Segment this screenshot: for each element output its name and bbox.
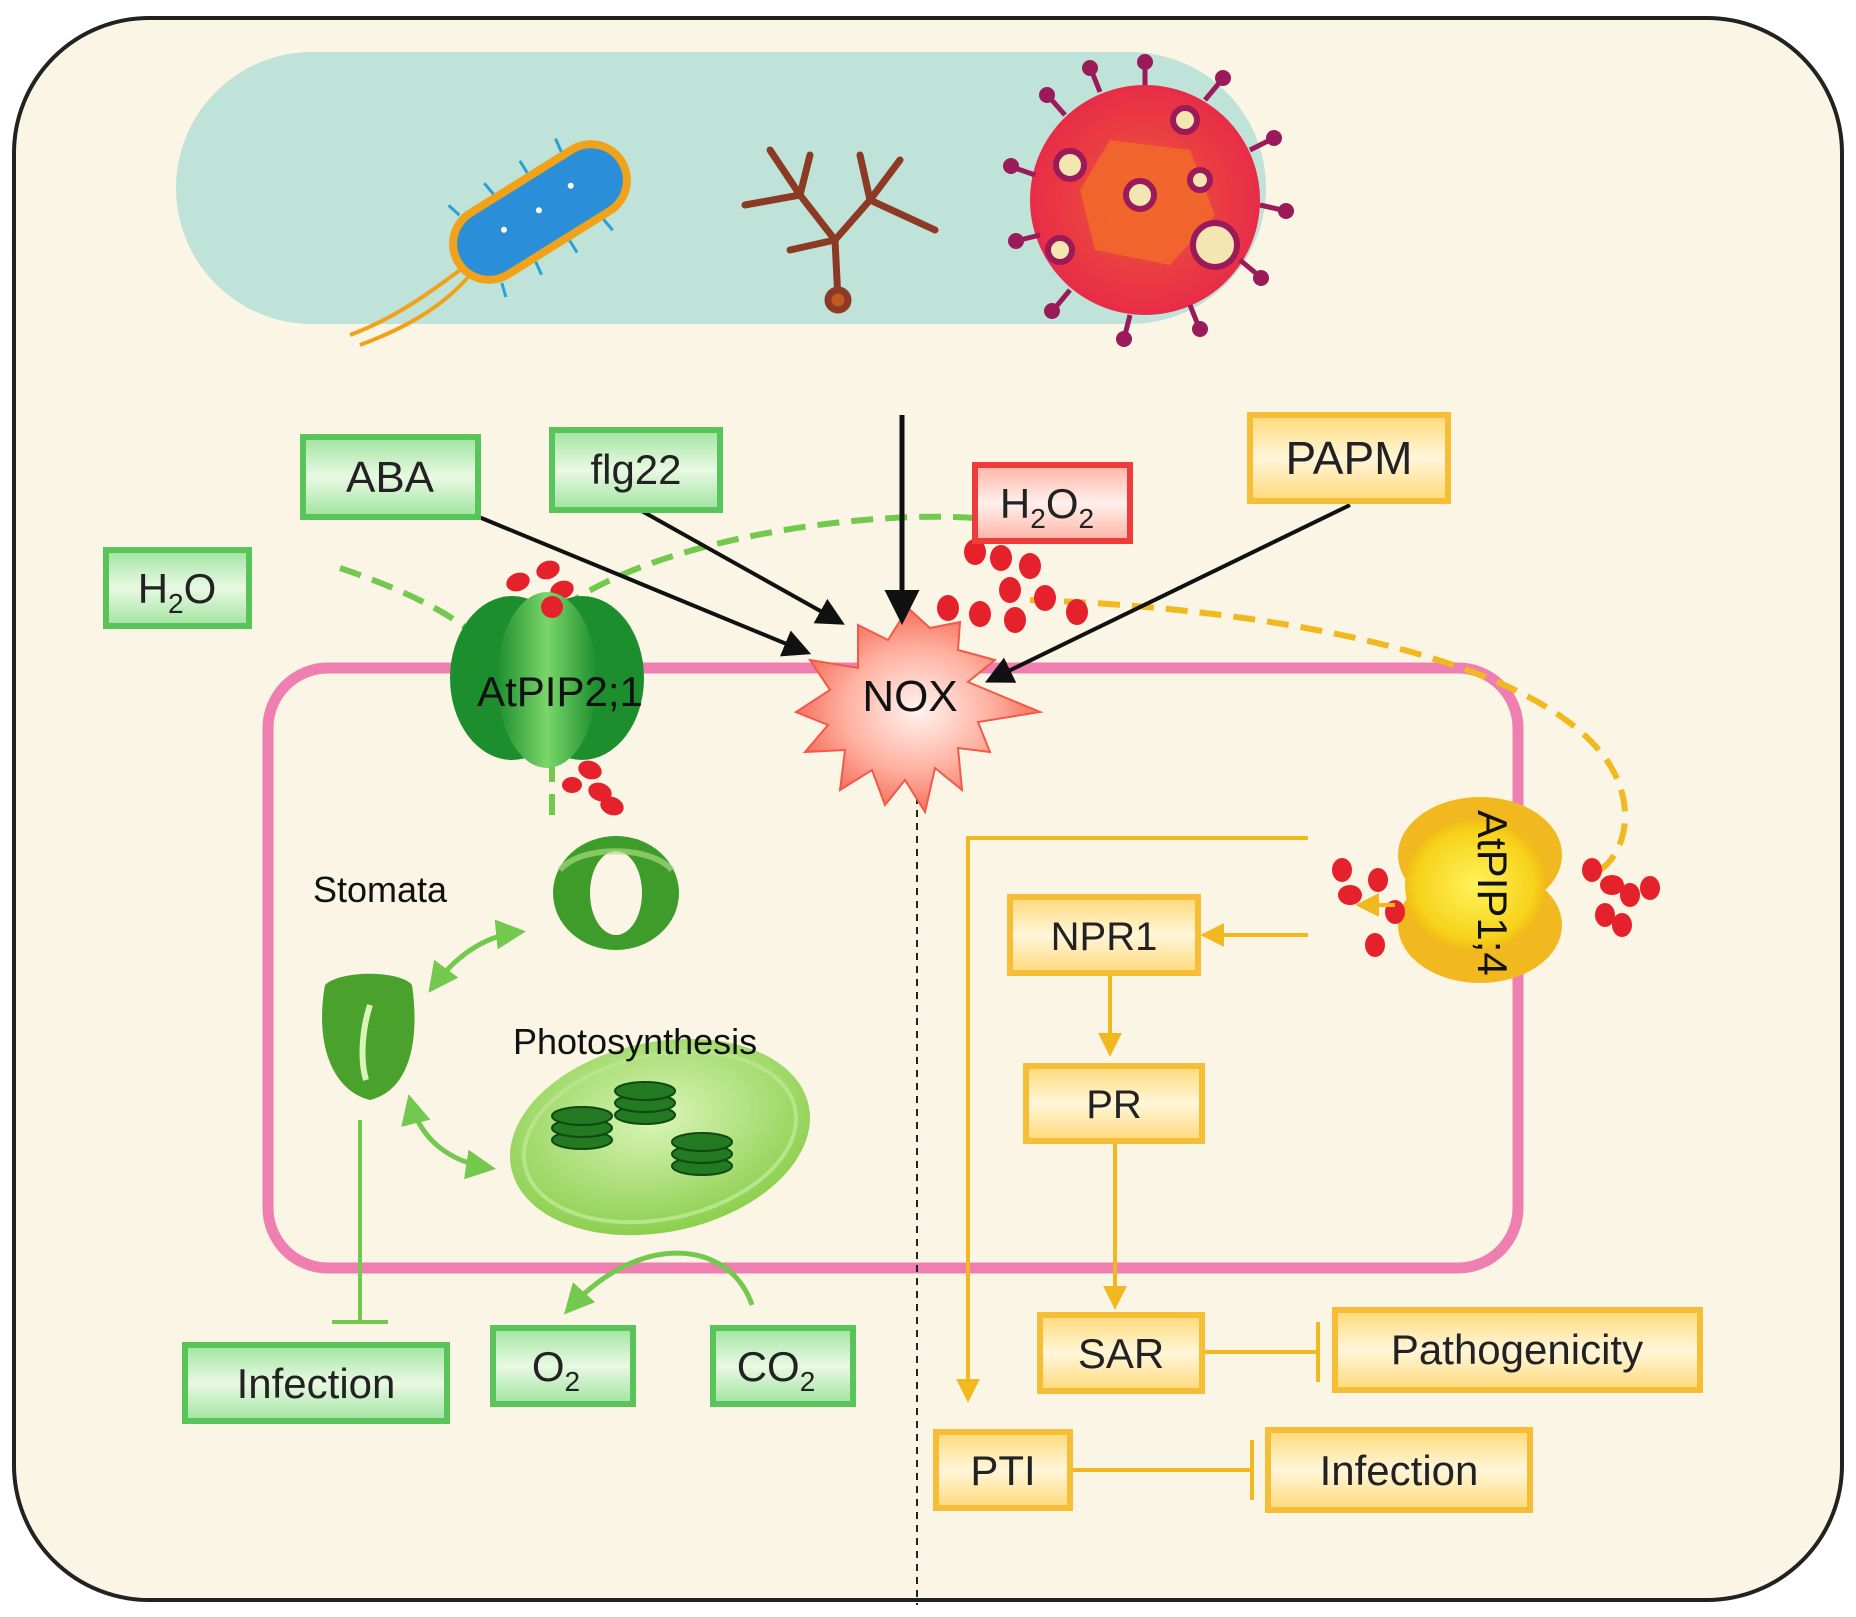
h2o2-box: H2O2	[972, 462, 1133, 544]
npr1-box: NPR1	[1007, 894, 1201, 976]
chloroplast-icon	[510, 1038, 810, 1236]
infection-right-box: Infection	[1265, 1427, 1533, 1513]
infection-left-box: Infection	[182, 1342, 450, 1424]
co2-box: CO2	[710, 1325, 856, 1407]
pip2-label: AtPIP2;1	[477, 668, 643, 715]
co2-label: CO2	[737, 1343, 816, 1397]
pathogenicity-label: Pathogenicity	[1391, 1326, 1643, 1373]
aba-label: ABA	[346, 453, 435, 502]
papm-to-nox-arrow	[984, 503, 1351, 683]
fungus-icon	[741, 146, 939, 314]
photosynthesis-bidirectional-arrow	[401, 1094, 496, 1180]
stomata-closed-icon	[322, 973, 415, 1100]
pr-box: PR	[1023, 1063, 1205, 1144]
h2o2-orange-path	[1029, 597, 1629, 873]
pip2-aquaporin-icon	[450, 592, 644, 768]
aba-to-nox-arrow	[461, 508, 812, 657]
flg22-box: flg22	[549, 427, 723, 513]
virus-icon	[1003, 54, 1294, 347]
pathogenicity-box: Pathogenicity	[1332, 1307, 1703, 1393]
stomata-open-icon	[553, 836, 679, 950]
sar-box: SAR	[1037, 1312, 1205, 1394]
pip1-label: AtPIP1;4	[1469, 810, 1516, 976]
pr-label: PR	[1086, 1083, 1142, 1127]
h2o-box: H2O	[103, 547, 252, 629]
co2-to-o2-arrow	[563, 1250, 755, 1315]
o2-box: O2	[490, 1325, 636, 1407]
h2o2-dashed-path	[558, 513, 976, 613]
npr1-label: NPR1	[1051, 915, 1158, 959]
ros-dots-h2o2	[937, 539, 1088, 633]
pti-box: PTI	[933, 1429, 1073, 1511]
flg22-label: flg22	[590, 446, 681, 493]
ros-dots-pip1	[1332, 858, 1660, 957]
infection-right-label: Infection	[1320, 1447, 1479, 1494]
stomata-bidirectional-arrow	[428, 919, 526, 993]
pti-label: PTI	[970, 1447, 1035, 1494]
papm-box: PAPM	[1247, 412, 1451, 504]
nox-label: NOX	[862, 672, 957, 721]
stomata-label: Stomata	[313, 869, 448, 910]
bacterium-icon	[349, 138, 631, 347]
sar-label: SAR	[1078, 1330, 1164, 1377]
pathogen-band	[176, 52, 1266, 324]
h2o2-label: H2O2	[1000, 480, 1094, 534]
pip1-aquaporin-icon	[1398, 797, 1562, 983]
photosynthesis-label: Photosynthesis	[513, 1021, 757, 1062]
papm-label: PAPM	[1286, 432, 1413, 484]
ros-dots-pip2	[506, 560, 624, 816]
flg22-to-nox-arrow	[639, 508, 845, 625]
aba-box: ABA	[300, 434, 481, 520]
infection-left-label: Infection	[237, 1360, 396, 1407]
pip1-to-pti-arrow	[956, 836, 1308, 1403]
